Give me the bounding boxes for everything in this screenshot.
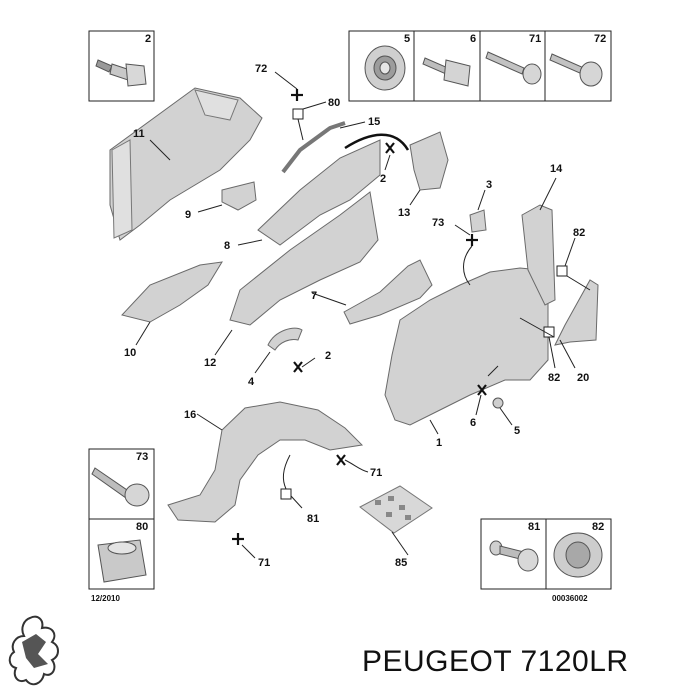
- label-82-lower: 82: [548, 372, 560, 384]
- label-13: 13: [398, 207, 410, 219]
- part-85-clip-kit: [359, 485, 433, 534]
- fastener-box-group-right: 81 82: [480, 518, 612, 590]
- screw-icon: [422, 57, 471, 87]
- part-11-front-apron: [109, 87, 263, 241]
- label-1: 1: [436, 437, 442, 449]
- box-label-73: 73: [136, 451, 148, 463]
- label-12: 12: [204, 357, 216, 369]
- label-85: 85: [395, 557, 407, 569]
- label-81: 81: [307, 513, 319, 525]
- label-16: 16: [184, 409, 196, 421]
- part-8-arch-panel: [257, 139, 381, 246]
- label-10: 10: [124, 347, 136, 359]
- label-2-mid: 2: [325, 350, 331, 362]
- part-10-lower-panel: [121, 261, 223, 323]
- part-16-wheel-arch-liner: [167, 401, 364, 523]
- label-14: 14: [550, 163, 563, 175]
- label-2-top: 2: [380, 173, 386, 185]
- label-8: 8: [224, 240, 230, 252]
- label-5: 5: [514, 425, 520, 437]
- label-11: 11: [133, 128, 145, 140]
- threaded-bolt-icon: [91, 467, 150, 507]
- box-label-72: 72: [594, 33, 606, 45]
- part-9-bracket: [221, 181, 257, 211]
- box-label-71: 71: [529, 33, 541, 45]
- fastener-box-group-left: 73 80: [88, 448, 155, 590]
- label-71-mid: 71: [370, 467, 382, 479]
- label-7: 7: [311, 290, 317, 302]
- label-73: 73: [432, 217, 444, 229]
- fastener-box-2: 2: [88, 30, 155, 102]
- box-label-2: 2: [145, 33, 151, 45]
- footer-code: 00036002: [552, 594, 588, 603]
- part-20-side-panel: [554, 279, 599, 346]
- label-15: 15: [368, 116, 380, 128]
- part-4-clip: [267, 327, 303, 351]
- label-82-upper: 82: [573, 227, 585, 239]
- expanding-clip-icon: [553, 532, 603, 578]
- label-4: 4: [248, 376, 255, 388]
- part-labels: 72 80 15 11 2 9 13 3 14 73 82 8 7 10 12 …: [124, 63, 589, 569]
- part-14-wing-support: [521, 204, 556, 306]
- clip-square-82-upper: [556, 265, 568, 277]
- box-label-6: 6: [470, 33, 476, 45]
- box-label-80: 80: [136, 521, 148, 533]
- clip-square-81: [280, 488, 292, 500]
- box-label-5: 5: [404, 33, 410, 45]
- grommet-icon: [364, 45, 406, 91]
- cross-markers: [232, 89, 487, 545]
- part-12-inner-wing: [229, 191, 379, 326]
- label-72: 72: [255, 63, 267, 75]
- part-7-side-rail: [343, 259, 433, 325]
- box-label-82: 82: [592, 521, 604, 533]
- part-15-wire: [281, 121, 410, 174]
- peugeot-lion-logo: [8, 615, 59, 686]
- fastener-box-group-top: 5 6 71 72: [348, 30, 612, 102]
- leader-lines: [135, 71, 591, 559]
- push-clip-icon: [489, 540, 539, 572]
- bolt-icon: [95, 59, 147, 87]
- label-20: 20: [577, 372, 589, 384]
- brand-caption: PEUGEOT 7120LR: [362, 645, 629, 678]
- clip-square-80: [292, 108, 304, 120]
- part-13-bracket: [409, 131, 449, 191]
- footer-date: 12/2010: [91, 594, 120, 603]
- label-9: 9: [185, 209, 191, 221]
- label-71-low: 71: [258, 557, 270, 569]
- part-5-grommet: [492, 397, 504, 409]
- label-3: 3: [486, 179, 492, 191]
- nut-insert-icon: [97, 539, 147, 583]
- part-3-clip: [469, 209, 487, 233]
- label-80: 80: [328, 97, 340, 109]
- box-label-81: 81: [528, 521, 540, 533]
- flange-screw-icon: [549, 53, 603, 87]
- tapping-screw-icon: [485, 51, 542, 85]
- label-6: 6: [470, 417, 476, 429]
